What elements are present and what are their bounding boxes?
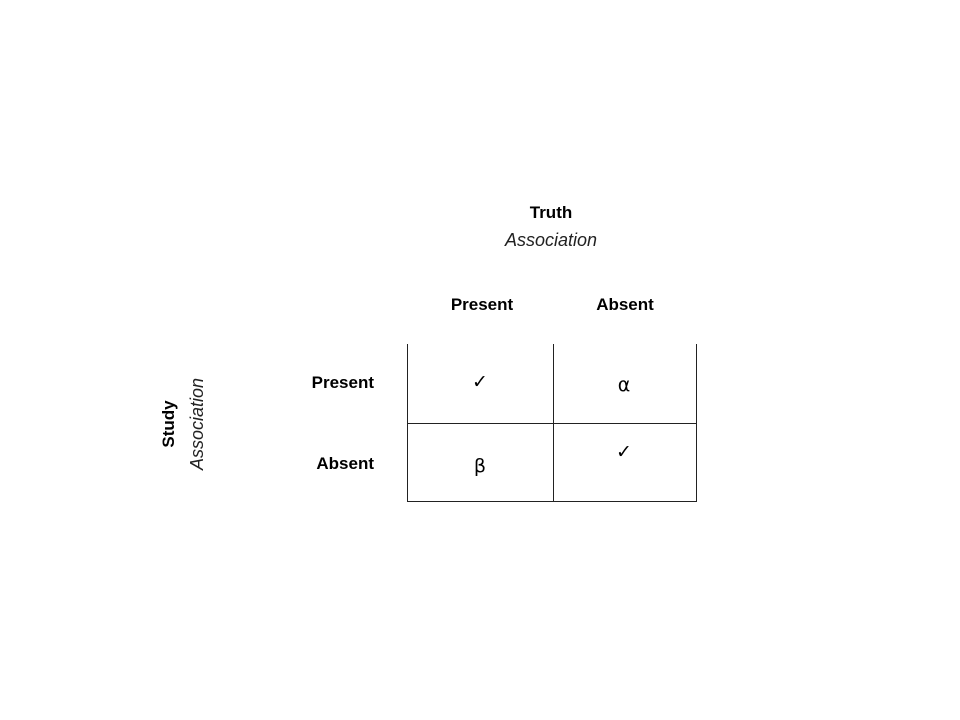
row-header-absent: Absent — [316, 454, 374, 473]
study-title: Study — [159, 400, 178, 448]
cell-present-present: ✓ — [472, 371, 488, 393]
column-header-present: Present — [450, 295, 514, 314]
row-header-present: Present — [311, 373, 374, 392]
truth-header: Truth Association — [430, 200, 672, 254]
truth-title: Truth — [529, 203, 573, 222]
grid-line-center-horizontal — [407, 423, 697, 424]
cell-absent-absent: ✓ — [616, 441, 632, 463]
cell-present-absent: α — [617, 374, 631, 396]
column-header-absent: Absent — [596, 295, 654, 314]
study-header: Study Association — [155, 354, 225, 494]
cell-absent-present: β — [473, 455, 487, 477]
truth-subtitle: Association — [504, 230, 598, 250]
study-subtitle: Association — [187, 377, 207, 471]
grid-line-bottom — [407, 501, 697, 502]
